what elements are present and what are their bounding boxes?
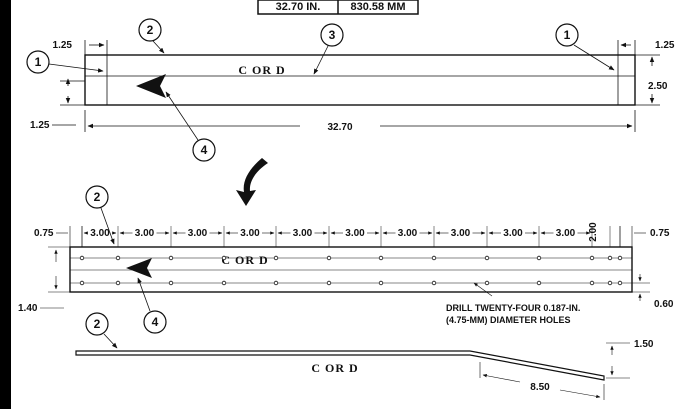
- top-view-board: [84, 54, 636, 106]
- svg-text:1: 1: [564, 28, 571, 42]
- drilled-dim-spacing: 3.00: [503, 228, 523, 239]
- callout-4-drilled: 4: [137, 277, 167, 334]
- drill-hole: [431, 280, 437, 286]
- drill-hole: [431, 255, 437, 261]
- drill-hole: [326, 280, 332, 286]
- drill-hole: [536, 255, 542, 261]
- svg-text:2: 2: [94, 317, 101, 331]
- drill-hole: [221, 255, 227, 261]
- callout-3: 3: [313, 23, 344, 75]
- drill-hole: [484, 255, 490, 261]
- svg-text:1: 1: [35, 55, 42, 69]
- header-inches: 32.70 IN.: [276, 1, 321, 13]
- header-table: 32.70 IN. 830.58 MM: [257, 0, 419, 15]
- bent-strip: [75, 350, 605, 381]
- drilled-dim-right-bottom: 0.60: [654, 299, 674, 310]
- svg-text:4: 4: [201, 143, 208, 157]
- side-view: C OR D 1.50 8.50 2: [75, 312, 654, 400]
- callout-4-top: 4: [165, 91, 216, 162]
- drill-hole: [273, 280, 279, 286]
- drilled-view-face-label: C OR D: [221, 253, 268, 267]
- drilled-dim-spacing: 3.00: [240, 228, 260, 239]
- drill-hole: [168, 255, 174, 261]
- side-dim-bend-length: 8.50: [530, 382, 550, 393]
- svg-text:3: 3: [329, 28, 336, 42]
- drill-hole: [115, 255, 121, 261]
- side-view-face-label: C OR D: [311, 361, 358, 375]
- drilled-direction-arrow-icon: [126, 258, 152, 278]
- svg-text:4: 4: [152, 315, 159, 329]
- drill-hole: [79, 255, 85, 261]
- callout-1-right: 1: [555, 23, 615, 71]
- drilled-dim-spacing: 3.00: [135, 228, 155, 239]
- top-dim-length: 32.70: [327, 122, 352, 133]
- top-dim-right-offset: 1.25: [655, 40, 675, 51]
- drill-hole: [378, 280, 384, 286]
- drill-hole: [168, 280, 174, 286]
- drill-hole: [607, 280, 613, 286]
- drill-hole: [484, 280, 490, 286]
- drilled-dim-spacing: 3.00: [345, 228, 365, 239]
- side-dim-rise: 1.50: [634, 339, 654, 350]
- drilled-dim-spacing: 3.00: [293, 228, 313, 239]
- drilled-dim-spacing: 3.00: [556, 228, 576, 239]
- drill-hole: [589, 280, 595, 286]
- drill-hole: [617, 255, 623, 261]
- header-millimeters: 830.58 MM: [350, 1, 405, 13]
- drilled-view: C OR D 3.00 3.00 3.00 3.00 3.00 3.00 3.00 3.00 3…: [18, 185, 674, 334]
- drilled-dim-left-height: 1.40: [18, 303, 38, 314]
- drilled-dim-vertical: 2.00: [588, 222, 599, 242]
- drill-hole: [221, 280, 227, 286]
- top-dim-width: 2.50: [648, 81, 668, 92]
- svg-text:2: 2: [94, 190, 101, 204]
- drill-hole: [536, 280, 542, 286]
- drill-hole: [378, 255, 384, 261]
- top-view-face-label: C OR D: [238, 63, 285, 77]
- transition-arrow-icon: [236, 158, 268, 206]
- top-dim-bottom-left: 1.25: [30, 120, 50, 131]
- drilled-dim-spacing: 3.00: [398, 228, 418, 239]
- callout-2-drilled: 2: [85, 185, 115, 245]
- direction-arrow-icon: [136, 74, 166, 98]
- drill-note-line-2: (4.75-MM) DIAMETER HOLES: [446, 315, 571, 325]
- callout-2-side: 2: [85, 312, 118, 349]
- svg-text:2: 2: [147, 23, 154, 37]
- drilled-dim-left-edge: 0.75: [34, 228, 54, 239]
- top-view: C OR D 1.25 1.25 2.50 1.25 32.70 1: [26, 18, 675, 162]
- drill-hole: [115, 280, 121, 286]
- callout-1-left: 1: [26, 50, 104, 74]
- drill-hole: [589, 255, 595, 261]
- top-dim-left-offset: 1.25: [53, 40, 73, 51]
- drill-hole: [617, 280, 623, 286]
- drill-hole: [326, 255, 332, 261]
- drill-note-line-1: DRILL TWENTY-FOUR 0.187-IN.: [446, 303, 580, 313]
- drilled-dim-right-edge: 0.75: [650, 228, 670, 239]
- drill-hole: [79, 280, 85, 286]
- drilled-dim-spacing: 3.00: [90, 228, 110, 239]
- callout-2-top: 2: [138, 18, 165, 54]
- drill-hole: [607, 255, 613, 261]
- drilled-dim-spacing: 3.00: [188, 228, 208, 239]
- drilled-dim-spacing: 3.00: [451, 228, 471, 239]
- drill-hole: [273, 255, 279, 261]
- drilled-view-board: [69, 246, 633, 293]
- left-border: [0, 0, 11, 409]
